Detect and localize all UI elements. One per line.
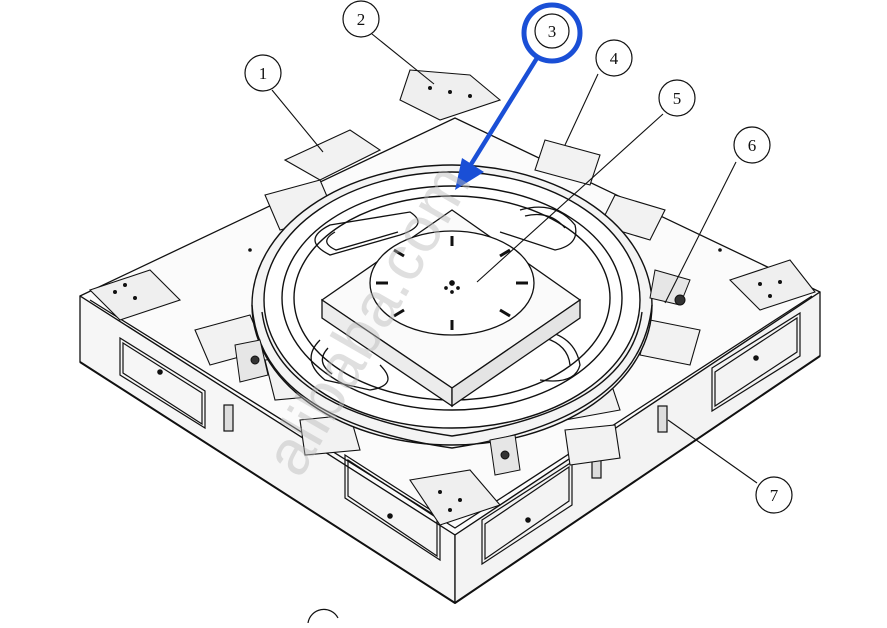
callout-2-label: 2 bbox=[357, 10, 366, 29]
callout-7-label: 7 bbox=[770, 486, 779, 505]
side-panels bbox=[119, 311, 801, 566]
callout-2: 2 bbox=[342, 0, 380, 38]
callout-6: 6 bbox=[733, 126, 771, 164]
callout-6-label: 6 bbox=[748, 136, 757, 155]
callout-5-label: 5 bbox=[673, 89, 682, 108]
callout-1: 1 bbox=[244, 54, 282, 92]
corner-blocks bbox=[88, 69, 816, 526]
drive-mechanisms bbox=[234, 269, 691, 476]
highlight-arrow bbox=[455, 55, 540, 190]
callout-1-label: 1 bbox=[259, 64, 268, 83]
callout-5: 5 bbox=[658, 79, 696, 117]
turntable-disc bbox=[369, 230, 535, 336]
callout-4: 4 bbox=[595, 39, 633, 77]
callout-3: 3 bbox=[521, 2, 583, 64]
callout-7: 7 bbox=[755, 476, 793, 514]
callout-4-label: 4 bbox=[610, 49, 619, 68]
callout-3-label: 3 bbox=[548, 22, 557, 41]
leader-lines bbox=[271, 33, 758, 484]
cable-channels bbox=[310, 206, 581, 391]
partial-callout-circle bbox=[307, 608, 339, 624]
